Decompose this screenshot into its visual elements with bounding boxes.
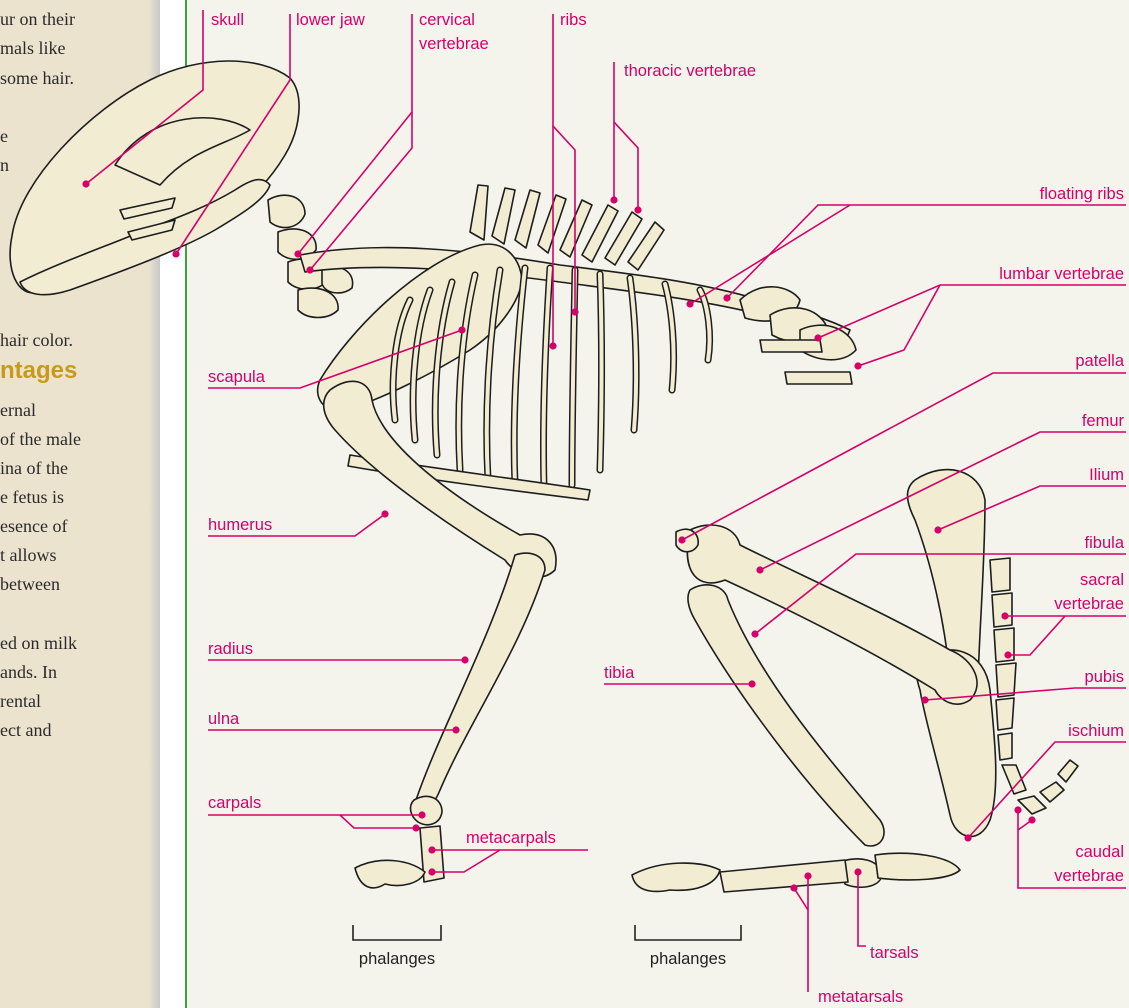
- label-femur: femur: [1082, 412, 1125, 430]
- label-pubis: pubis: [1085, 668, 1124, 686]
- label-caudal-line1: caudal: [1075, 843, 1124, 861]
- label-metatarsals: metatarsals: [818, 988, 903, 1006]
- label-caudal-line2: vertebrae: [1054, 867, 1124, 885]
- label-sacral-line2: vertebrae: [1054, 595, 1124, 613]
- cervical-leader-2: [310, 112, 412, 270]
- label-phalanges-hind: phalanges: [650, 950, 726, 968]
- front-phalanges-bones: [355, 860, 425, 888]
- heel-bone: [875, 853, 960, 880]
- sacral-leader-2: [1008, 616, 1065, 655]
- carpals-leader: [208, 815, 416, 828]
- label-patella: patella: [1075, 352, 1124, 370]
- skeleton-drawing: [10, 61, 1078, 892]
- label-cervical-line2: vertebrae: [419, 35, 489, 53]
- label-phalanges-front: phalanges: [359, 950, 435, 968]
- label-floating-ribs: floating ribs: [1040, 185, 1124, 203]
- patella-leader: [682, 373, 1126, 540]
- label-skull: skull: [211, 11, 244, 29]
- label-metacarpals: metacarpals: [466, 829, 556, 847]
- phalanges-front-bracket: [353, 925, 441, 940]
- hind-phalanges-bones: [632, 863, 720, 891]
- lumbar-vertebrae-bones: [740, 287, 856, 384]
- cervical-leader-1: [298, 14, 412, 254]
- label-ischium: ischium: [1068, 722, 1124, 740]
- label-lower-jaw: lower jaw: [296, 11, 365, 29]
- carpal-bones: [411, 796, 442, 824]
- label-carpals: carpals: [208, 794, 261, 812]
- label-radius: radius: [208, 640, 253, 658]
- label-humerus: humerus: [208, 516, 272, 534]
- metacarpals-leader: [432, 850, 588, 872]
- label-lumbar: lumbar vertebrae: [999, 265, 1124, 283]
- lumbar-leader-2: [858, 285, 940, 366]
- label-scapula: scapula: [208, 368, 266, 386]
- label-thoracic: thoracic vertebrae: [624, 62, 756, 80]
- label-cervical-line1: cervical: [419, 11, 475, 29]
- label-tibia: tibia: [604, 664, 635, 682]
- label-ulna: ulna: [208, 710, 240, 728]
- metatarsals-leader-2: [794, 888, 808, 910]
- label-ilium: Ilium: [1089, 466, 1124, 484]
- thoracic-leader-2: [614, 122, 638, 210]
- label-fibula: fibula: [1085, 534, 1125, 552]
- label-ribs: ribs: [560, 11, 587, 29]
- floating-leader-2: [727, 205, 850, 298]
- label-tarsals: tarsals: [870, 944, 919, 962]
- metatarsal-bones: [720, 860, 848, 892]
- radius-ulna-bone: [416, 553, 545, 809]
- phalanges-hind-bracket: [635, 925, 741, 940]
- lumbar-leader: [818, 285, 1126, 338]
- label-sacral-line1: sacral: [1080, 571, 1124, 589]
